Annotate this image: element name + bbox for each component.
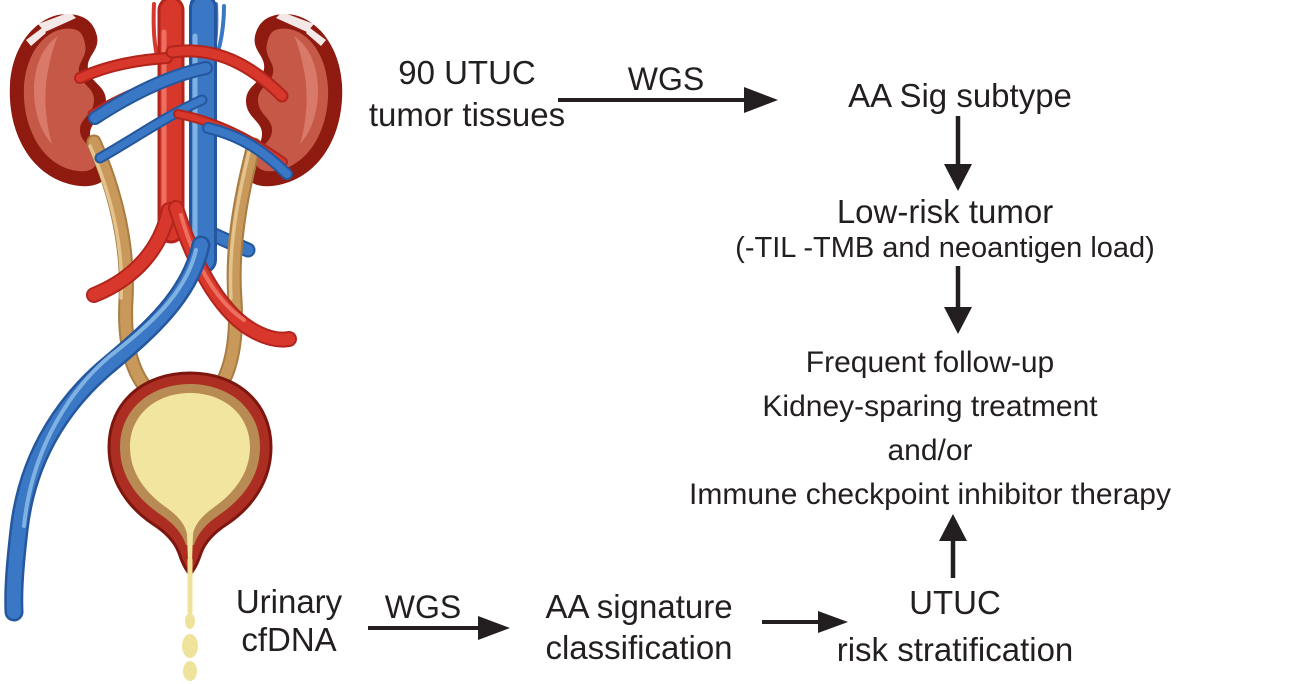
arrow-classification-to-stratification: [762, 611, 848, 633]
cfdna-source-line1: Urinary: [235, 583, 343, 620]
management-line-3: and/or: [887, 434, 973, 467]
renal-vessels-icon: [74, 44, 293, 180]
cfdna-source-line2: cfDNA: [241, 621, 337, 658]
aorta-icon: [151, 0, 185, 244]
kidney-left-icon: [9, 12, 110, 187]
management-line-4: Immune checkpoint inhibitor therapy: [689, 478, 1171, 511]
bladder-icon: [107, 371, 273, 574]
aa-sig-subtype-label: AA Sig subtype: [848, 77, 1072, 114]
arrow-down-subtype: [944, 116, 972, 191]
risk-detail-label: (-TIL -TMB and neoantigen load): [735, 232, 1155, 264]
stratification-line2: risk stratification: [836, 631, 1074, 668]
urinary-system-illustration: [4, 0, 343, 681]
iliac-vein-left-icon: [4, 235, 211, 622]
ureter-left-icon: [86, 134, 166, 408]
classification-line1: AA signature: [545, 588, 733, 625]
ureter-right-icon: [202, 137, 262, 407]
management-options-label: Frequent follow-up Kidney-sparing treatm…: [689, 341, 1171, 517]
management-line-2: Kidney-sparing treatment: [762, 390, 1098, 423]
low-risk-tumor-label: Low-risk tumor: [836, 193, 1054, 230]
iliac-vein-right-icon: [196, 222, 256, 258]
arrow-down-risk: [944, 266, 972, 334]
utuc-risk-stratification-label: UTUC risk stratification: [837, 579, 1074, 673]
iliac-arteries-icon: [86, 200, 297, 348]
wgs-bottom-label: WGS: [384, 589, 462, 625]
tissue-source-label: 90 UTUC tumor tissues: [369, 52, 565, 136]
arrow-up-stratification: [939, 514, 967, 578]
stratification-line1: UTUC: [909, 584, 1001, 621]
tissue-source-line1: 90 UTUC: [398, 54, 536, 91]
aa-signature-classification-label: AA signature classification: [545, 586, 732, 668]
tissue-source-line2: tumor tissues: [368, 96, 566, 133]
classification-line2: classification: [545, 629, 733, 666]
management-line-1: Frequent follow-up: [805, 346, 1055, 379]
urinary-cfdna-label: Urinary cfDNA: [236, 583, 342, 659]
wgs-top-label: WGS: [627, 61, 705, 97]
kidney-right-icon: [242, 12, 343, 187]
vena-cava-icon: [189, 0, 226, 274]
urine-drip-icon: [182, 557, 198, 681]
